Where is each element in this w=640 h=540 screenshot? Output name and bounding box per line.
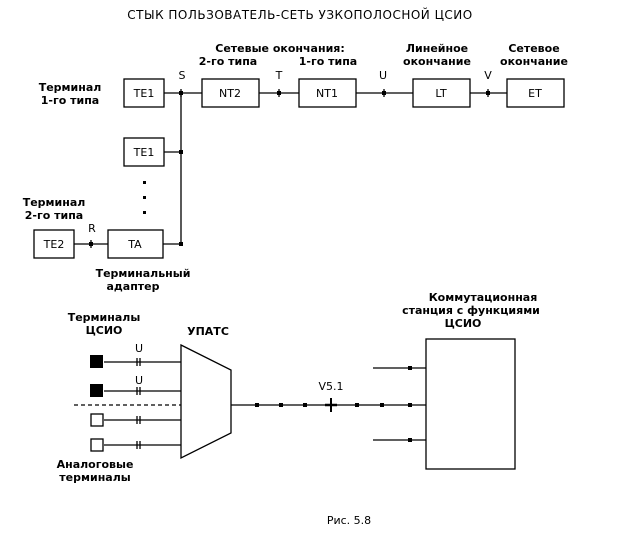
analog-terminal-1 xyxy=(90,413,104,427)
v51-label: V5.1 xyxy=(318,380,343,393)
lt-label: LT xyxy=(435,87,447,100)
analog-terminals-label-line1: Аналоговые xyxy=(57,458,134,471)
junction-dots xyxy=(89,91,490,246)
terminal-adapter-label-line2: адаптер xyxy=(106,280,159,293)
exchange-label-line1: Коммутационная xyxy=(429,291,538,304)
exchange-termination-label-line2: окончание xyxy=(500,55,568,68)
analog-terminal-2 xyxy=(90,438,104,452)
ref-point-r-label: R xyxy=(88,222,96,235)
nt2-label: NT2 xyxy=(219,87,241,100)
diagram-title: СТЫК ПОЛЬЗОВАТЕЛЬ-СЕТЬ УЗКОПОЛОСНОЙ ЦСИО xyxy=(127,7,472,22)
line-termination-label-line1: Линейное xyxy=(406,42,468,55)
ellipsis-dot xyxy=(143,196,146,199)
terminal1-label-line2: 1-го типа xyxy=(41,94,99,107)
v51-access-network xyxy=(74,338,516,470)
terminal2-label-line2: 2-го типа xyxy=(25,209,83,222)
isdn-terminal-2 xyxy=(90,384,103,397)
exchange-label-line3: ЦСИО xyxy=(445,317,482,330)
ref-point-u-label: U xyxy=(379,69,387,82)
network-terminations-label: Сетевые окончания: xyxy=(215,42,345,55)
u-label-1: U xyxy=(135,342,143,355)
figure-caption: Рис. 5.8 xyxy=(327,514,371,527)
pabx-shape xyxy=(180,343,232,460)
te2-label: TE2 xyxy=(43,238,65,251)
ref-point-s-label: S xyxy=(179,69,186,82)
isdn-terminals-label-line2: ЦСИО xyxy=(86,324,123,337)
exchange-label-line2: станция с функциями xyxy=(402,304,540,317)
ref-point-t-label: T xyxy=(275,69,283,82)
terminal-adapter-label-line1: Терминальный xyxy=(96,267,191,280)
nt1-type-label: 1-го типа xyxy=(299,55,357,68)
user-network-interface xyxy=(33,78,565,259)
u-label-2: U xyxy=(135,374,143,387)
ta-label: TA xyxy=(127,238,142,251)
exchange-block xyxy=(425,338,516,470)
pabx-label: УПАТС xyxy=(187,325,229,338)
terminal2-label-line1: Терминал xyxy=(23,196,86,209)
analog-terminals-label-line2: терминалы xyxy=(59,471,130,484)
nt1-label: NT1 xyxy=(316,87,338,100)
ref-point-v-label: V xyxy=(484,69,492,82)
ellipsis-dot xyxy=(143,211,146,214)
te1-label-main: TE1 xyxy=(133,87,155,100)
terminal1-label-line1: Терминал xyxy=(39,81,102,94)
ellipsis-dot xyxy=(143,181,146,184)
et-label: ET xyxy=(528,87,542,100)
bottom-junction-dots xyxy=(90,355,412,442)
isdn-terminal-1 xyxy=(90,355,103,368)
line-termination-label-line2: окончание xyxy=(403,55,471,68)
nt2-type-label: 2-го типа xyxy=(199,55,257,68)
te1-label-second: TE1 xyxy=(133,146,155,159)
exchange-termination-label-line1: Сетевое xyxy=(508,42,559,55)
isdn-terminals-label-line1: Терминалы xyxy=(68,311,141,324)
